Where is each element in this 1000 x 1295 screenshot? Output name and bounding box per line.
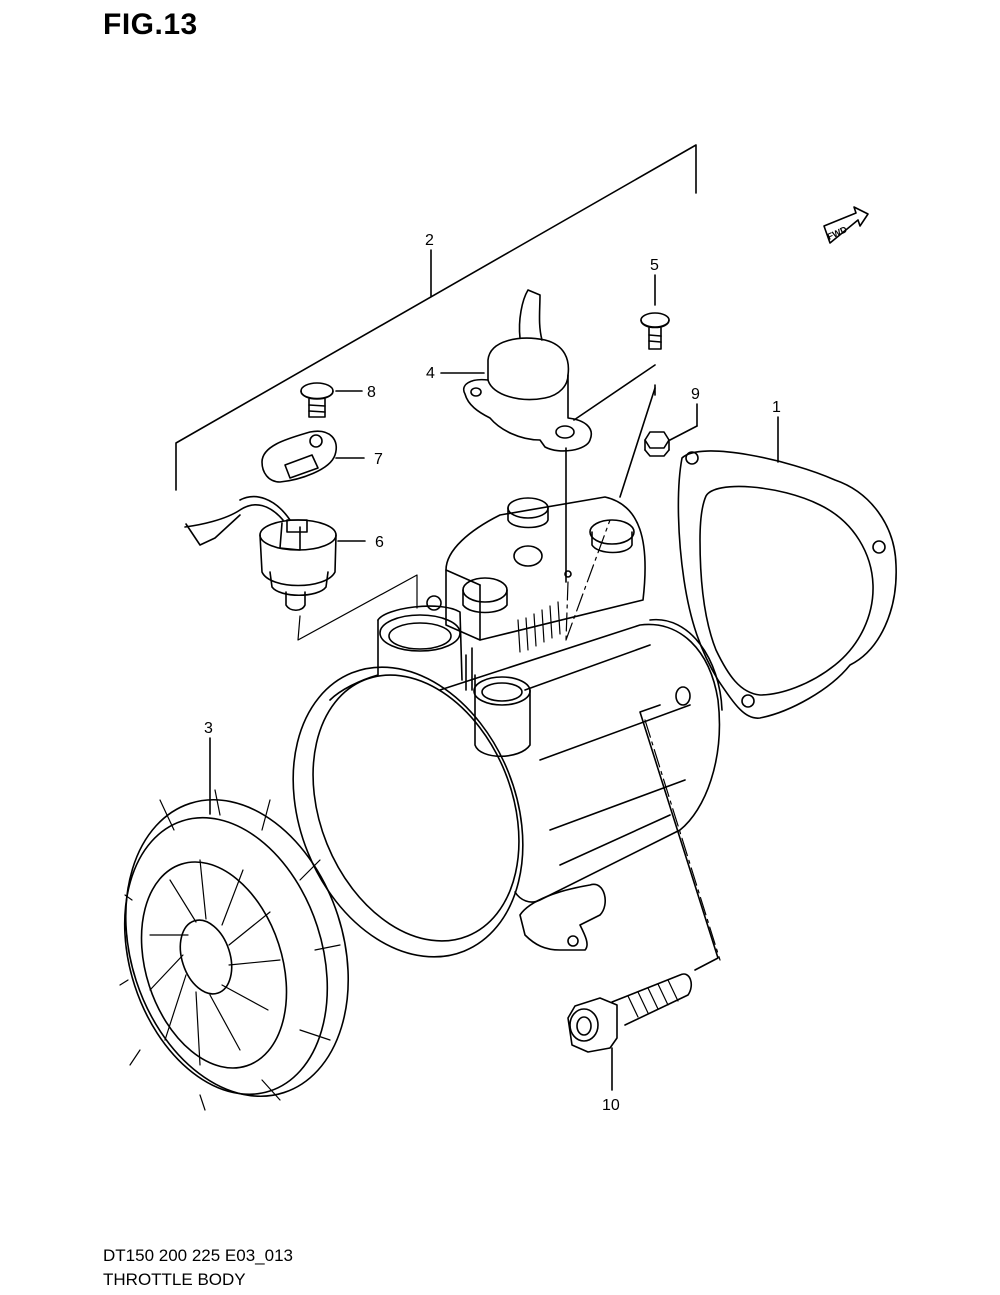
nut-part-9 <box>619 387 698 498</box>
callout-4[interactable]: 4 <box>426 365 435 382</box>
callout-3[interactable]: 3 <box>204 720 213 737</box>
diagram-code: DT150 200 225 E03_013 <box>103 1246 293 1265</box>
gasket-part-1 <box>677 416 897 719</box>
callout-10[interactable]: 10 <box>602 1097 620 1114</box>
callout-9[interactable]: 9 <box>691 386 700 403</box>
throttle-screen-part-3 <box>119 737 350 1111</box>
throttle-body-housing <box>292 595 723 958</box>
callout-2[interactable]: 2 <box>425 232 434 249</box>
screw-part-5 <box>573 274 670 421</box>
alignment-lines <box>297 519 721 961</box>
throttle-position-sensor-part-4 <box>440 289 592 583</box>
screw-part-8 <box>300 382 363 418</box>
diagram-name: THROTTLE BODY <box>103 1270 246 1289</box>
sensor-part-6 <box>184 495 366 612</box>
callout-8[interactable]: 8 <box>367 384 376 401</box>
callout-labels: 1 2 3 4 5 6 7 8 9 10 FWD <box>204 224 849 1114</box>
callout-5[interactable]: 5 <box>650 257 659 274</box>
assembly-bracket <box>175 144 697 491</box>
callout-7[interactable]: 7 <box>374 451 383 468</box>
sensor-cover-part-7 <box>261 430 365 483</box>
figure-title: FIG.13 <box>103 8 198 41</box>
forward-arrow-icon <box>823 206 869 244</box>
bolt-part-10 <box>567 704 719 1091</box>
callout-6[interactable]: 6 <box>375 534 384 551</box>
diagram-footer: DT150 200 225 E03_013 THROTTLE BODY <box>103 1244 293 1292</box>
callout-1[interactable]: 1 <box>772 399 781 416</box>
throttle-body-top-plate <box>445 496 646 653</box>
